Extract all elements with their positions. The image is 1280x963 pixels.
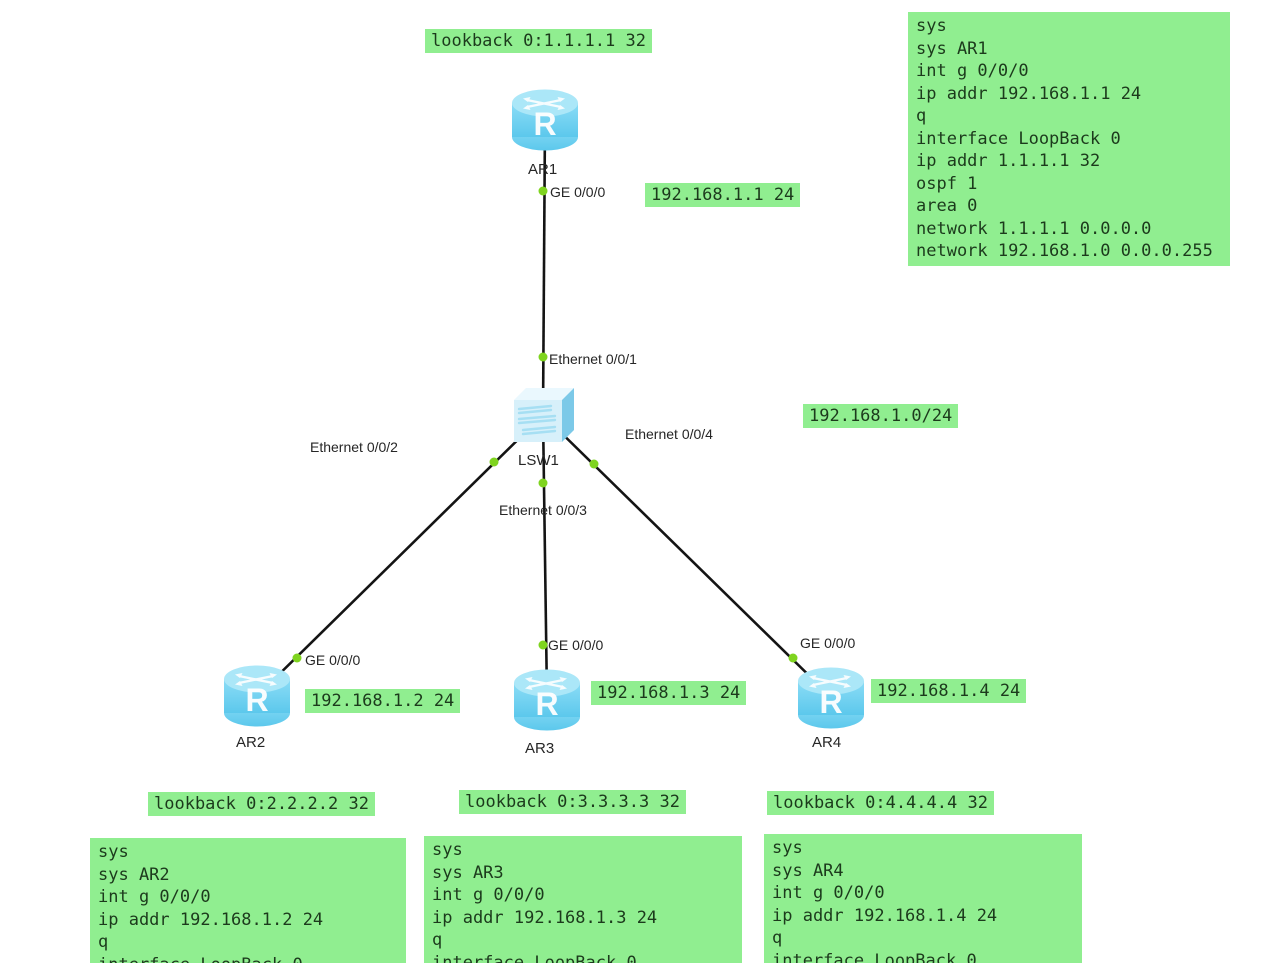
config-line: ip addr 192.168.1.2 24 xyxy=(98,909,324,930)
config-line: network 192.168.1.0 0.0.0.255 xyxy=(916,241,1213,261)
annotation-ar4-ip[interactable]: 192.168.1.4 24 xyxy=(871,679,1027,703)
config-line: int g 0/0/0 xyxy=(432,885,545,905)
link-ar1-lsw1[interactable] xyxy=(541,119,547,416)
config-line: q xyxy=(98,932,109,952)
port-label-lsw1-eth2: Ethernet 0/0/2 xyxy=(310,439,398,455)
annotation-ar1-loopback[interactable]: lookback 0:1.1.1.1 32 xyxy=(425,29,652,53)
config-line: q xyxy=(916,106,927,126)
annotation-ar2-loopback[interactable]: lookback 0:2.2.2.2 32 xyxy=(148,792,375,816)
port-dot-ar3-ge0 xyxy=(538,640,548,650)
port-label-ar3-ge0: GE 0/0/0 xyxy=(548,637,604,653)
link-lsw1-ar2[interactable] xyxy=(257,414,544,696)
device-label-ar2: AR2 xyxy=(236,734,266,751)
config-line: sys AR3 xyxy=(432,862,504,883)
port-label-lsw1-eth4: Ethernet 0/0/4 xyxy=(625,426,713,442)
switch-icon xyxy=(512,386,576,444)
config-line: interface LoopBack 0 xyxy=(772,950,977,963)
port-label-lsw1-eth1: Ethernet 0/0/1 xyxy=(549,351,637,367)
config-line: sys xyxy=(98,842,129,862)
config-line: area 0 xyxy=(916,196,978,216)
config-line: ip addr 192.168.1.3 24 xyxy=(432,907,658,928)
config-line: sys xyxy=(432,840,463,860)
config-line: sys xyxy=(916,16,947,36)
config-line: q xyxy=(432,930,443,950)
config-line: sys AR1 xyxy=(916,38,988,59)
device-ar3[interactable] xyxy=(512,668,582,737)
port-label-ar1-ge0: GE 0/0/0 xyxy=(550,184,606,200)
device-label-ar4: AR4 xyxy=(812,734,842,751)
router-icon xyxy=(222,664,292,728)
port-dot-lsw1-eth4 xyxy=(589,459,599,469)
annotation-ar2-ip[interactable]: 192.168.1.2 24 xyxy=(305,689,461,713)
port-dot-ar2-ge0 xyxy=(292,653,302,663)
config-line: interface LoopBack 0 xyxy=(98,954,398,963)
annotation-ar3-loopback[interactable]: lookback 0:3.3.3.3 32 xyxy=(459,790,686,814)
port-dot-ar1-ge0 xyxy=(538,186,548,196)
annotation-subnet[interactable]: 192.168.1.0/24 xyxy=(803,404,959,428)
config-line: ip addr 1.1.1.1 32 xyxy=(916,151,1101,171)
port-label-lsw1-eth3: Ethernet 0/0/3 xyxy=(499,502,587,518)
port-label-ar2-ge0: GE 0/0/0 xyxy=(305,652,361,668)
device-label-ar1: AR1 xyxy=(528,161,558,178)
port-label-ar4-ge0: GE 0/0/0 xyxy=(800,635,856,651)
config-line: int g 0/0/0 xyxy=(98,887,211,907)
port-dot-lsw1-eth2 xyxy=(489,457,499,467)
annotation-ar4-loopback[interactable]: lookback 0:4.4.4.4 32 xyxy=(767,791,994,815)
config-line: int g 0/0/0 xyxy=(772,883,885,903)
config-line: ip addr 192.168.1.1 24 xyxy=(916,83,1142,104)
link-lsw1-ar4[interactable] xyxy=(542,414,832,698)
device-ar4[interactable] xyxy=(796,666,866,735)
config-line: q xyxy=(772,928,783,948)
config-line: sys AR4 xyxy=(772,860,844,881)
device-label-ar3: AR3 xyxy=(525,740,555,757)
port-dot-lsw1-eth1 xyxy=(538,352,548,362)
router-icon xyxy=(512,668,582,732)
config-line: interface LoopBack 0 xyxy=(916,128,1121,149)
annotation-ar1-ip[interactable]: 192.168.1.1 24 xyxy=(645,183,801,207)
config-line: int g 0/0/0 xyxy=(916,61,1029,81)
config-line: sys xyxy=(772,838,803,858)
annotation-ar3-ip[interactable]: 192.168.1.3 24 xyxy=(591,681,747,705)
config-line: sys AR2 xyxy=(98,864,170,885)
link-lsw1-ar3[interactable] xyxy=(541,414,549,700)
device-ar2[interactable] xyxy=(222,664,292,733)
device-lsw1[interactable] xyxy=(512,386,576,449)
device-label-lsw1: LSW1 xyxy=(518,452,559,469)
config-line: ip addr 192.168.1.4 24 xyxy=(772,905,998,926)
port-dot-ar4-ge0 xyxy=(788,653,798,663)
config-line: network 1.1.1.1 0.0.0.0 xyxy=(916,218,1152,239)
config-line: interface LoopBack 0 xyxy=(432,952,637,963)
router-icon xyxy=(796,666,866,730)
port-dot-lsw1-eth3 xyxy=(538,478,548,488)
device-ar1[interactable] xyxy=(510,88,580,157)
router-icon xyxy=(510,88,580,152)
config-line: ospf 1 xyxy=(916,173,978,194)
